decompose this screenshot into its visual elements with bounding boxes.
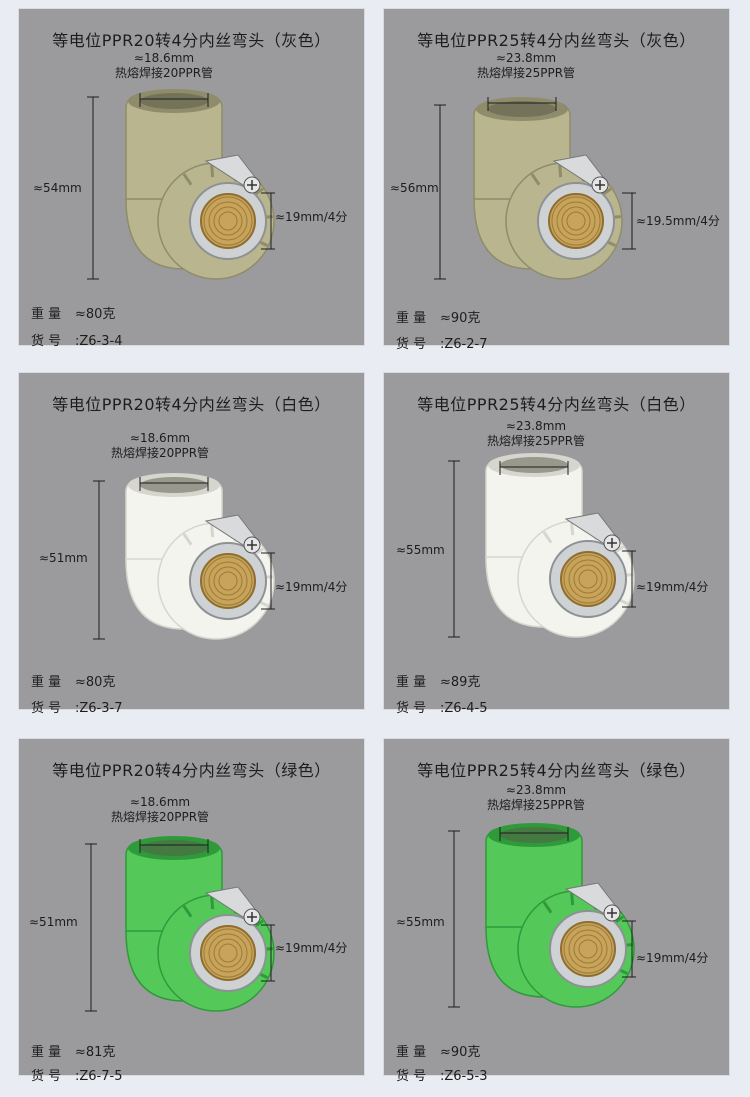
weight-row: 重 量≈81克 <box>31 1045 116 1060</box>
nut-rib <box>210 524 215 538</box>
thread-ridge <box>566 211 586 231</box>
height-dimension: ≈55mm <box>396 543 445 557</box>
nut-rib <box>210 164 215 178</box>
top-dimension: ≈23.8mm 热熔焊接25PPR管 <box>486 783 586 812</box>
thread-dimension: ≈19mm/4分 <box>275 580 348 594</box>
card-title: 等电位PPR25转4分内丝弯头（绿色） <box>417 761 696 780</box>
thread-ridge <box>218 211 238 231</box>
thread-ridge <box>208 201 248 241</box>
nut-rib <box>542 531 553 544</box>
nut-rib <box>542 901 553 914</box>
weight-row: 重 量≈90克 <box>396 311 481 326</box>
top-dimension: ≈18.6mm 热熔焊接20PPR管 <box>110 795 210 824</box>
thread-ridge <box>213 566 243 596</box>
nut-rib <box>558 164 563 178</box>
weight-row: 重 量≈90克 <box>396 1045 481 1060</box>
thread-dimension: ≈19mm/4分 <box>636 951 709 965</box>
product-card: 等电位PPR20转4分内丝弯头（白色） ≈18.6mm 热熔焊接20PPR管 ≈… <box>18 372 365 716</box>
product-card: 等电位PPR25转4分内丝弯头（白色） ≈23.8mm 热熔焊接25PPR管 ≈… <box>383 372 730 716</box>
socket-inner <box>140 840 208 856</box>
top-dimension: ≈18.6mm 热熔焊接20PPR管 <box>114 51 214 80</box>
elbow-fitting-image <box>434 97 636 280</box>
product-card: 等电位PPR25转4分内丝弯头（灰色） ≈23.8mm 热熔焊接25PPR管 ≈… <box>383 8 730 352</box>
thread-ridge <box>578 939 598 959</box>
height-dimension: ≈51mm <box>29 915 78 929</box>
elbow-fitting-image <box>85 836 275 1012</box>
thread-ridge <box>563 924 613 974</box>
top-dimension: ≈23.8mm 热熔焊接25PPR管 <box>476 51 576 80</box>
thread-ridge <box>203 196 253 246</box>
card-title: 等电位PPR25转4分内丝弯头（白色） <box>417 395 696 414</box>
nut-rib <box>210 896 215 910</box>
product-card: 等电位PPR25转4分内丝弯头（绿色） ≈23.8mm 热熔焊接25PPR管 ≈… <box>383 738 730 1084</box>
socket-inner <box>500 457 568 473</box>
thread-ridge <box>213 206 243 236</box>
socket-inner <box>500 827 568 843</box>
top-dimension: ≈23.8mm 热熔焊接25PPR管 <box>486 419 586 448</box>
item-number-row: 货 号:Z6-3-4 <box>31 334 123 349</box>
nut-rib <box>182 905 193 918</box>
nut-rib <box>182 173 193 186</box>
height-dimension: ≈51mm <box>39 551 88 565</box>
thread-ridge <box>213 938 243 968</box>
nut-rib <box>182 533 193 546</box>
product-card: 等电位PPR20转4分内丝弯头（绿色） ≈18.6mm 热熔焊接20PPR管 ≈… <box>18 738 365 1084</box>
thread-ridge <box>573 934 603 964</box>
socket-inner <box>488 101 556 117</box>
item-number-row: 货 号:Z6-3-7 <box>31 701 123 716</box>
elbow-fitting-image <box>448 453 636 638</box>
thread-dimension: ≈19.5mm/4分 <box>636 214 720 228</box>
item-number-row: 货 号:Z6-2-7 <box>396 337 488 352</box>
item-number-row: 货 号:Z6-5-3 <box>396 1069 488 1084</box>
thread-ridge <box>573 564 603 594</box>
thread-dimension: ≈19mm/4分 <box>275 210 348 224</box>
nut-rib <box>570 892 575 906</box>
socket-inner <box>140 93 208 109</box>
card-title: 等电位PPR20转4分内丝弯头（灰色） <box>52 31 331 50</box>
weight-row: 重 量≈80克 <box>31 675 116 690</box>
height-dimension: ≈56mm <box>390 181 439 195</box>
nut-rib <box>530 173 541 186</box>
elbow-fitting-image <box>93 473 275 640</box>
card-title: 等电位PPR25转4分内丝弯头（灰色） <box>417 31 696 50</box>
card-title: 等电位PPR20转4分内丝弯头（绿色） <box>52 761 331 780</box>
thread-dimension: ≈19mm/4分 <box>275 941 348 955</box>
thread-ridge <box>203 556 253 606</box>
thread-ridge <box>578 569 598 589</box>
thread-ridge <box>208 561 248 601</box>
thread-dimension: ≈19mm/4分 <box>636 580 709 594</box>
height-dimension: ≈54mm <box>33 181 82 195</box>
item-number-row: 货 号:Z6-4-5 <box>396 701 488 716</box>
elbow-fitting-image <box>87 89 275 280</box>
product-card: 等电位PPR20转4分内丝弯头（灰色） ≈18.6mm 热熔焊接20PPR管 ≈… <box>18 8 365 349</box>
top-dimension: ≈18.6mm 热熔焊接20PPR管 <box>110 431 210 460</box>
weight-row: 重 量≈80克 <box>31 307 116 322</box>
thread-ridge <box>563 554 613 604</box>
card-title: 等电位PPR20转4分内丝弯头（白色） <box>52 395 331 414</box>
thread-ridge <box>551 196 601 246</box>
elbow-fitting-image <box>448 823 636 1008</box>
weight-row: 重 量≈89克 <box>396 675 481 690</box>
socket-inner <box>140 477 208 493</box>
thread-ridge <box>568 559 608 599</box>
height-dimension: ≈55mm <box>396 915 445 929</box>
thread-ridge <box>218 571 238 591</box>
thread-ridge <box>556 201 596 241</box>
item-number-row: 货 号:Z6-7-5 <box>31 1069 123 1084</box>
thread-ridge <box>218 943 238 963</box>
thread-ridge <box>208 933 248 973</box>
thread-ridge <box>568 929 608 969</box>
thread-ridge <box>203 928 253 978</box>
thread-ridge <box>561 206 591 236</box>
nut-rib <box>570 522 575 536</box>
